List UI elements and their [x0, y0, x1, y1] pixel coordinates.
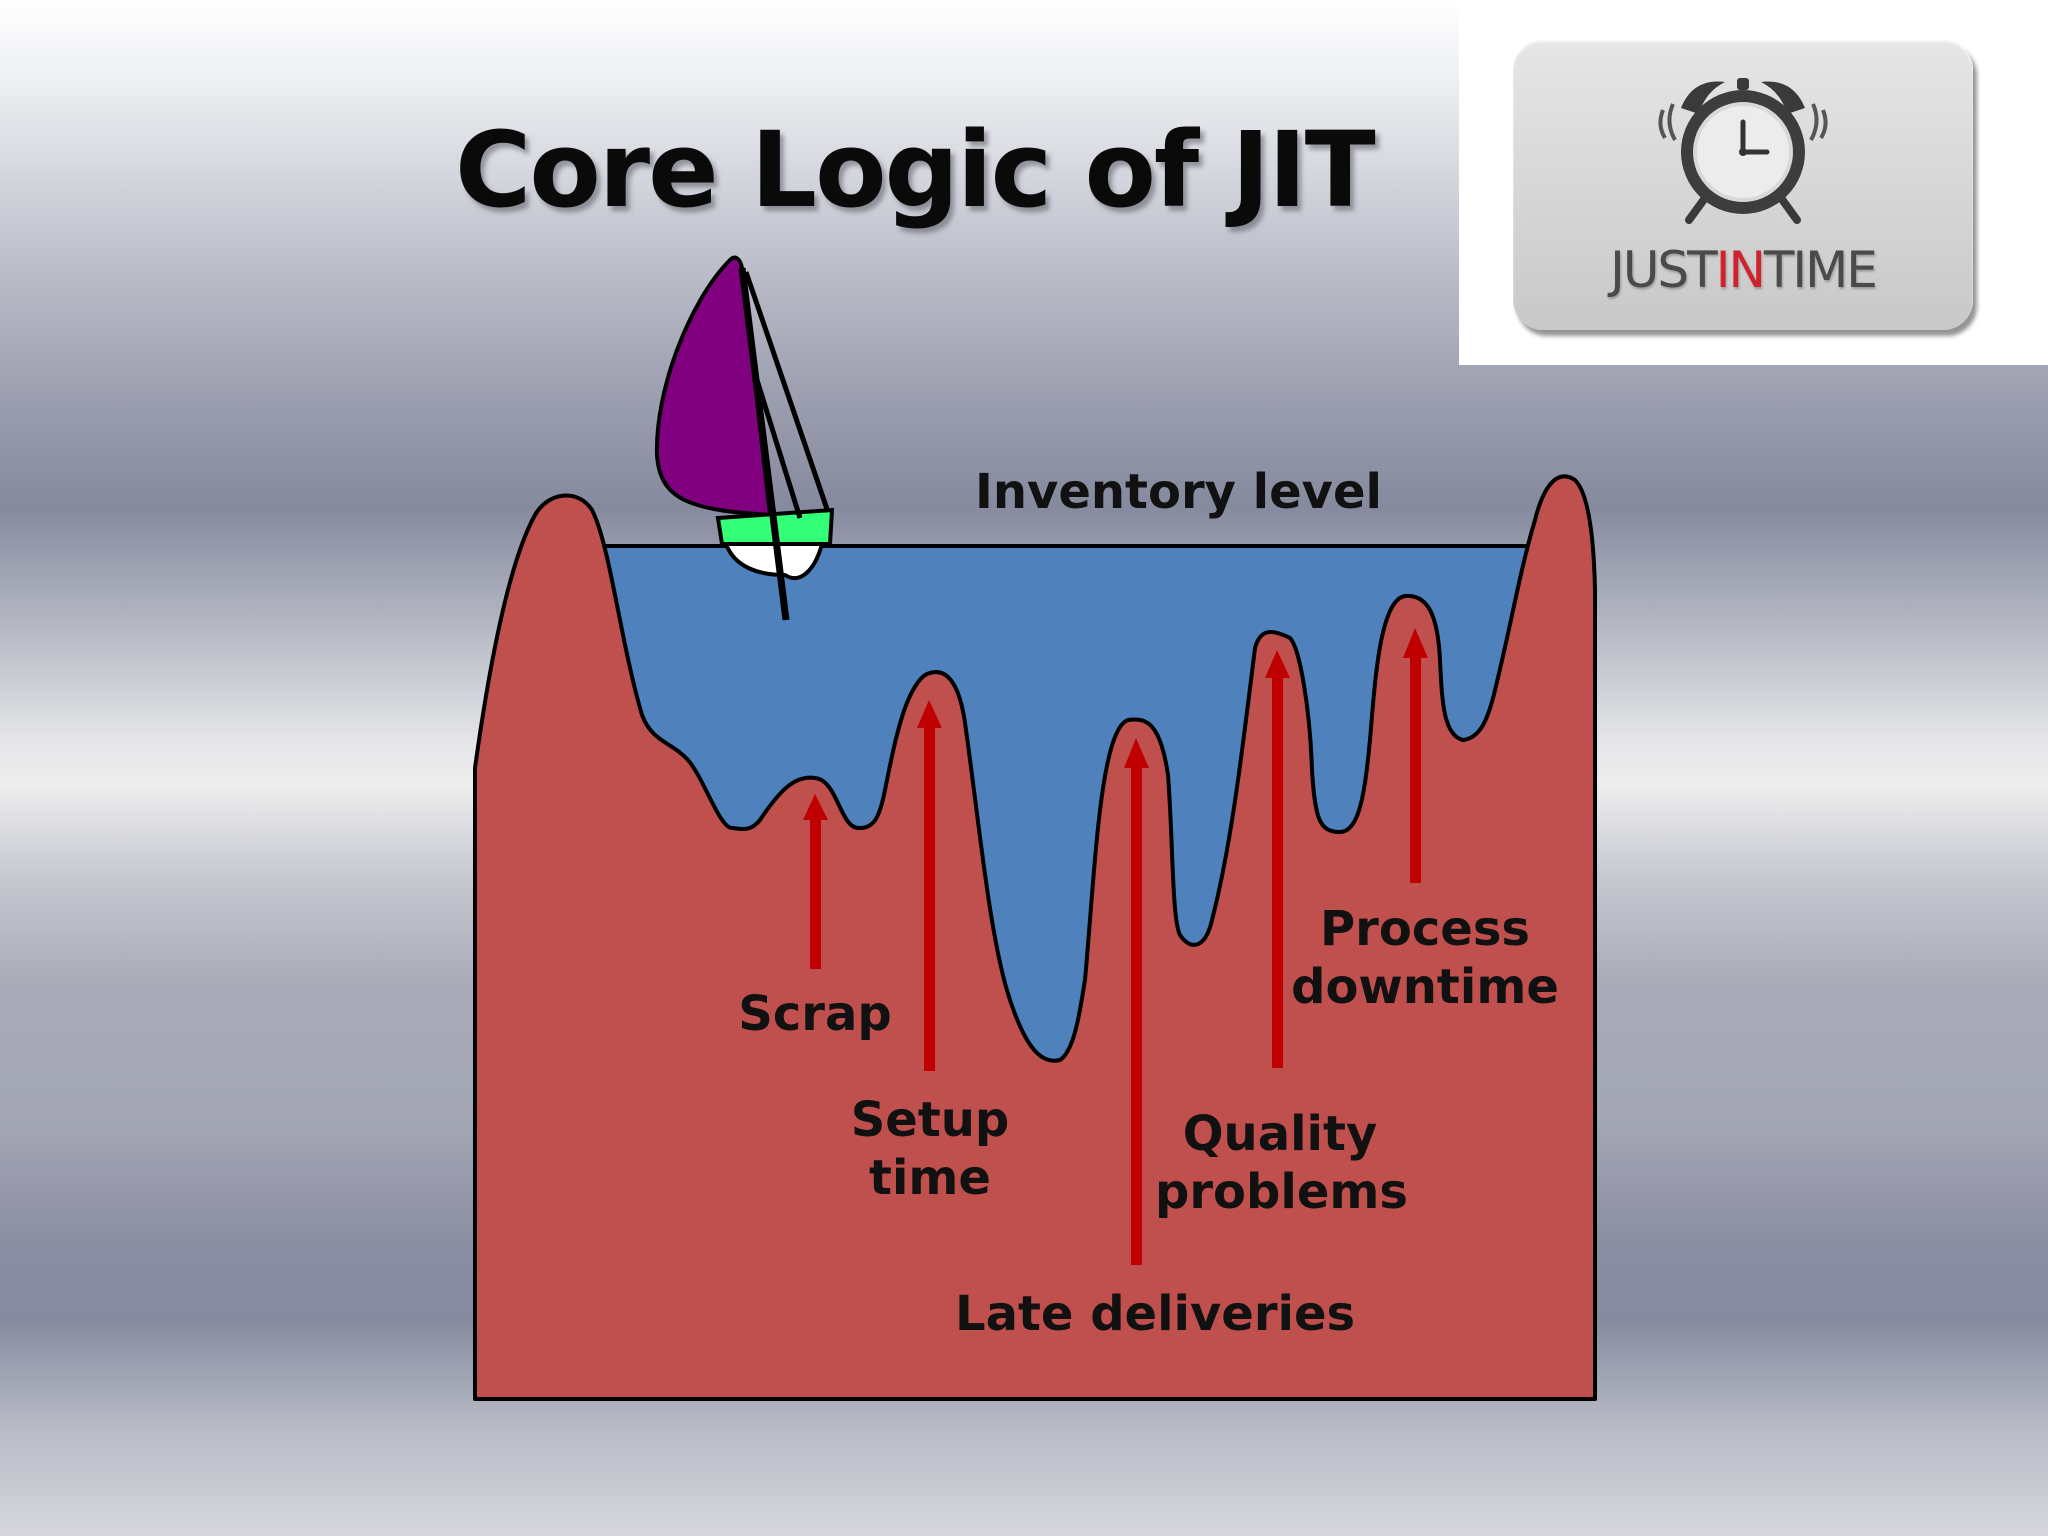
label-quality-problems: Quality problems	[1155, 1106, 1408, 1220]
label-scrap: Scrap	[738, 986, 892, 1042]
arrow-process-downtime	[1403, 628, 1428, 883]
inventory-level-label: Inventory level	[975, 464, 1382, 520]
arrow-setup-time	[917, 700, 942, 1071]
label-late-deliveries: Late deliveries	[955, 1286, 1356, 1342]
mast	[738, 267, 790, 621]
arrow-quality-problems	[1265, 650, 1290, 1068]
arrows	[803, 628, 1428, 1265]
alarm-clock-icon	[1658, 78, 1828, 224]
rigging-back	[754, 379, 803, 519]
arrow-late-deliveries	[1124, 738, 1149, 1265]
hull-keel	[723, 542, 825, 581]
slide-title: Core Logic of JIT	[455, 109, 1376, 231]
label-process-downtime: Process downtime	[1291, 901, 1559, 1015]
rocky-bottom	[473, 474, 1597, 1401]
sailboat	[654, 255, 835, 621]
logo-text: JUSTINTIME	[1610, 241, 1878, 299]
sail	[654, 255, 773, 518]
arrow-scrap	[803, 794, 828, 969]
just-in-time-logo: JUSTINTIME	[1459, 0, 2048, 365]
logo-card: JUSTINTIME	[1513, 40, 1973, 330]
label-setup-time: Setup time	[850, 1092, 1010, 1206]
rigging-front	[743, 271, 831, 513]
